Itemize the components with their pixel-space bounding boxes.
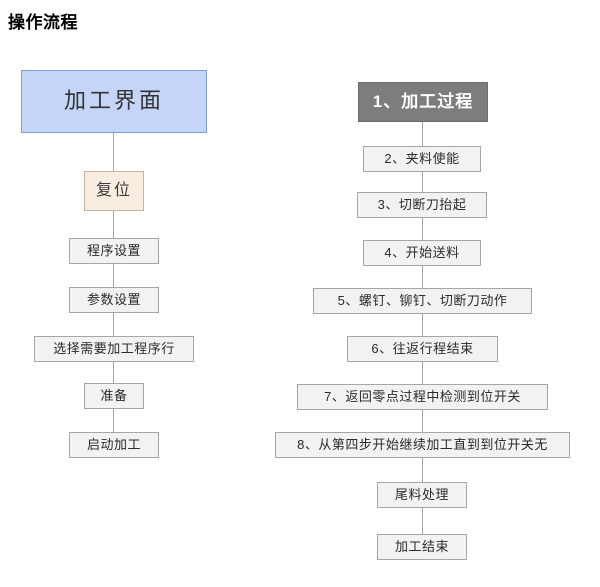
node-machining-process-header[interactable]: 1、加工过程 [358, 82, 488, 122]
node-machining-end[interactable]: 加工结束 [377, 534, 467, 560]
node-continue-from-step-four[interactable]: 8、从第四步开始继续加工直到到位开关无 [275, 432, 570, 458]
node-machining-interface[interactable]: 加工界面 [21, 70, 207, 133]
node-program-settings[interactable]: 程序设置 [69, 238, 159, 264]
connector-right-3 [422, 218, 423, 240]
connector-left-2 [113, 211, 114, 238]
node-start-feeding[interactable]: 4、开始送料 [363, 240, 481, 266]
connector-left-5 [113, 362, 114, 383]
connector-right-6 [422, 362, 423, 384]
node-cutter-lift[interactable]: 3、切断刀抬起 [357, 192, 487, 218]
node-parameter-settings[interactable]: 参数设置 [69, 287, 159, 313]
node-clamp-enable[interactable]: 2、夹料使能 [363, 146, 481, 172]
node-select-program-line[interactable]: 选择需要加工程序行 [34, 336, 194, 362]
connector-right-2 [422, 172, 423, 192]
connector-right-7 [422, 410, 423, 432]
page-title: 操作流程 [8, 13, 78, 32]
node-screw-rivet-cutter-action[interactable]: 5、螺钉、铆钉、切断刀动作 [313, 288, 532, 314]
connector-left-4 [113, 313, 114, 336]
connector-right-8 [422, 458, 423, 482]
connector-right-1 [422, 122, 423, 146]
connector-right-4 [422, 266, 423, 288]
node-start-machining[interactable]: 启动加工 [69, 432, 159, 458]
connector-left-1 [113, 133, 114, 171]
node-tail-material-handling[interactable]: 尾料处理 [377, 482, 467, 508]
node-return-stroke-end[interactable]: 6、往返行程结束 [347, 336, 498, 362]
connector-right-5 [422, 314, 423, 336]
connector-left-6 [113, 409, 114, 432]
node-prepare[interactable]: 准备 [84, 383, 144, 409]
node-reset[interactable]: 复位 [84, 171, 144, 211]
connector-left-3 [113, 264, 114, 287]
node-detect-limit-switch[interactable]: 7、返回零点过程中检测到位开关 [297, 384, 548, 410]
connector-right-9 [422, 508, 423, 534]
